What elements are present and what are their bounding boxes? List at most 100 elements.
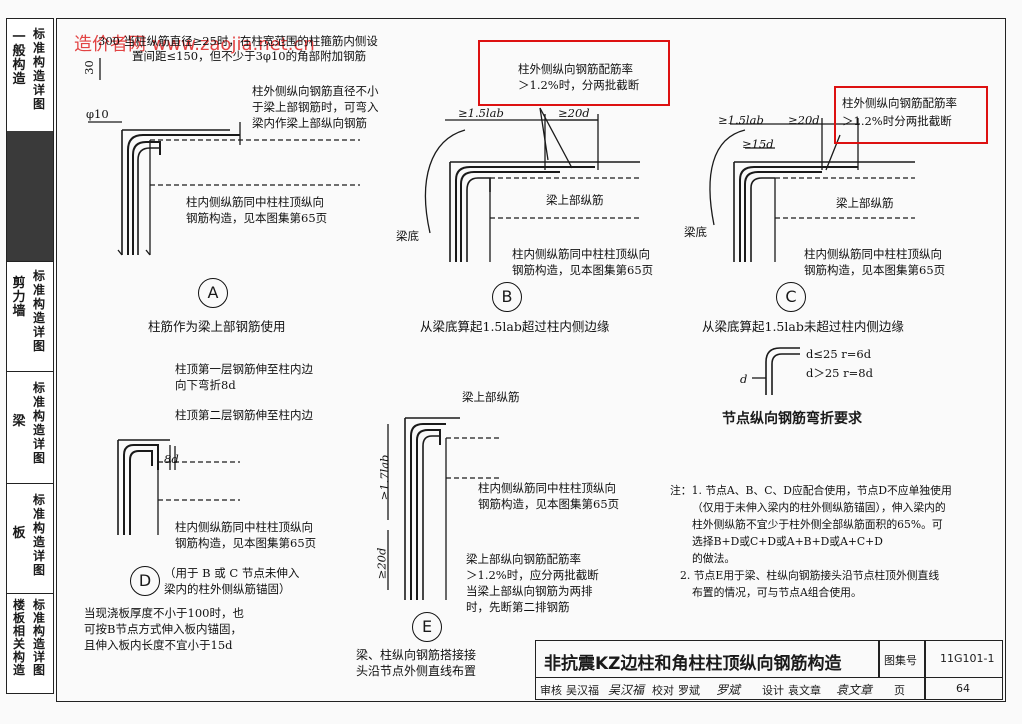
sidebar-section-floorslab-sub: 标准构造详图 <box>32 598 45 677</box>
detail-e-drawing <box>387 417 500 600</box>
detail-d-extra-2: 可按B节点方式伸入板内锚固， <box>84 622 242 636</box>
detail-c-note-inner-2: 钢筋构造，见本图集第65页 <box>804 263 946 277</box>
note-line-7: 布置的情况，可与节点A组合使用。 <box>692 586 862 599</box>
sidebar-section-floorslab-title: 楼板相关构造 <box>12 598 25 677</box>
detail-b-caption: 从梁底算起1.5lab超过柱内侧边缘 <box>420 319 610 334</box>
detail-c-dim-15lab: ≥1.5lab <box>718 113 764 127</box>
sidebar-section-shearwall[interactable]: 剪力墙 标准构造详图 <box>7 261 53 372</box>
detail-c-red-note-2: ＞1.2%时分两批截断 <box>842 114 952 128</box>
detail-a-drawing <box>88 58 360 256</box>
note-line-5: 的做法。 <box>692 552 736 565</box>
sidebar-section-slab-title: 板 <box>12 526 26 541</box>
detail-b-dim-15lab: ≥1.5lab <box>458 106 504 120</box>
detail-a-caption: 柱筋作为梁上部钢筋使用 <box>148 319 286 334</box>
detail-e-dim-17lab: ≥1.7lab <box>377 454 392 501</box>
detail-a-note-bend-2: 于梁上部钢筋时，可弯入 <box>252 100 379 114</box>
note-line-3: 柱外侧纵筋不宜少于柱外侧全部纵筋面积的65%。可 <box>692 518 943 531</box>
detail-d-caption-2: 梁内的柱外侧纵筋锚固） <box>164 582 291 596</box>
detail-b-drawing <box>424 107 640 262</box>
detail-e-note-beam-2: ＞1.2%时，应分两批截断 <box>466 568 599 582</box>
detail-c-red-note-1: 柱外侧纵向钢筋配筋率 <box>842 96 957 110</box>
detail-a-top-note-2: 置间距≤150，但不少于3φ10的角部附加钢筋 <box>132 49 367 63</box>
detail-b-note-inner-1: 柱内侧纵筋同中柱柱顶纵向 <box>512 247 650 261</box>
drawing-frame <box>56 18 1006 702</box>
detail-c-dim-15d: ≥15d <box>742 137 774 151</box>
design-signature: 袁文章 <box>836 683 873 697</box>
detail-d-note-top-2: 向下弯折8d <box>175 378 236 392</box>
sidebar-section-floorslab[interactable]: 楼板相关构造 标准构造详图 <box>7 593 53 693</box>
detail-c-label: C <box>776 282 806 312</box>
note-line-4: 选择B+D或C+D或A+B+D或A+C+D <box>692 535 883 548</box>
detail-a-note-inner-2: 钢筋构造，见本图集第65页 <box>186 211 328 225</box>
detail-d-dim-8d: 8d <box>164 452 179 466</box>
note-line-2: （仅用于未伸入梁内的柱外侧纵筋锚固），伸入梁内的 <box>692 501 946 514</box>
bend-line-1: d≤25 r=6d <box>806 347 872 361</box>
detail-a-note-bend-1: 柱外侧纵向钢筋直径不小 <box>252 84 379 98</box>
sidebar-section-shearwall-title: 剪力墙 <box>12 276 26 319</box>
atlas-number: 11G101-1 <box>940 652 995 665</box>
sidebar-section-general-title: 一般构造 <box>12 30 26 87</box>
sidebar-section-slab-sub: 标准构造详图 <box>32 493 45 577</box>
detail-e-caption-1: 梁、柱纵向钢筋搭接接 <box>356 648 477 662</box>
detail-e-note-inner-2: 钢筋构造，见本图集第65页 <box>478 497 620 511</box>
detail-d-note-inner-1: 柱内侧纵筋同中柱柱顶纵向 <box>175 520 313 534</box>
sidebar: 一般构造 标准构造详图 剪力墙 标准构造详图 梁 标准构造详图 板 标准构造详图… <box>6 18 54 694</box>
bend-d-label: d <box>740 372 748 386</box>
detail-a-dim-30: 30 <box>81 60 96 75</box>
bend-detail-drawing <box>752 347 800 395</box>
detail-b-highlight-box <box>478 40 670 106</box>
detail-c-drawing <box>709 118 915 262</box>
audit-name: 吴汉福 <box>566 684 599 697</box>
sidebar-section-active[interactable] <box>7 131 53 262</box>
detail-e-note-beam-3: 当梁上部纵向钢筋为两排 <box>466 584 593 598</box>
bend-title: 节点纵向钢筋弯折要求 <box>722 411 862 427</box>
detail-c-dim-20d: ≥20d <box>788 113 820 127</box>
detail-a-label: A <box>198 278 228 308</box>
detail-c-beam-top: 梁上部纵筋 <box>836 196 894 210</box>
check-name: 罗斌 <box>678 684 700 697</box>
detail-e-label: E <box>412 612 442 642</box>
detail-b-note-inner-2: 钢筋构造，见本图集第65页 <box>512 263 654 277</box>
detail-b-label: B <box>492 282 522 312</box>
detail-b-dim-20d: ≥20d <box>558 106 590 120</box>
detail-c-note-inner-1: 柱内侧纵筋同中柱柱顶纵向 <box>804 247 942 261</box>
detail-e-note-inner-1: 柱内侧纵筋同中柱柱顶纵向 <box>478 481 616 495</box>
sidebar-section-shearwall-sub: 标准构造详图 <box>32 269 45 353</box>
detail-e-dim-20d: ≥20d <box>374 547 389 580</box>
detail-b-red-note-2: ＞1.2%时，分两批截断 <box>518 78 640 92</box>
check-signature: 罗斌 <box>716 683 741 697</box>
sidebar-section-beam-title: 梁 <box>12 414 26 429</box>
sidebar-section-slab[interactable]: 板 标准构造详图 <box>7 483 53 594</box>
sidebar-section-general-sub: 标准构造详图 <box>32 27 45 111</box>
detail-b-beam-bottom: 梁底 <box>396 229 419 243</box>
detail-c-beam-bottom: 梁底 <box>684 225 707 239</box>
detail-b-red-note-1: 柱外侧纵向钢筋配筋率 <box>518 62 633 76</box>
detail-e-caption-2: 头沿节点外侧直线布置 <box>356 664 477 678</box>
detail-d-note-top-1: 柱顶第一层钢筋伸至柱内边 <box>175 362 313 376</box>
detail-e-beam-top: 梁上部纵筋 <box>462 390 520 404</box>
design-label: 设计 <box>762 684 784 697</box>
sidebar-section-beam-sub: 标准构造详图 <box>32 381 45 465</box>
design-name: 袁文章 <box>788 684 821 697</box>
detail-d-label: D <box>130 566 160 596</box>
audit-label: 审核 <box>540 684 562 697</box>
detail-a-note-inner-1: 柱内侧纵筋同中柱柱顶纵向 <box>186 195 324 209</box>
detail-b-beam-top: 梁上部纵筋 <box>546 193 604 207</box>
detail-d-note-second: 柱顶第二层钢筋伸至柱内边 <box>175 408 313 422</box>
atlas-label: 图集号 <box>884 654 917 667</box>
bend-line-2: d＞25 r=8d <box>806 366 873 380</box>
detail-d-extra-1: 当现浇板厚度不小于100时，也 <box>84 606 244 620</box>
note-line-6: 2. 节点E用于梁、柱纵向钢筋接头沿节点柱顶外侧直线 <box>680 569 940 582</box>
watermark-text: 造价者网 www.zaojia.net.cn <box>74 34 315 55</box>
page-number: 64 <box>956 682 970 695</box>
detail-d-caption-1: （用于 B 或 C 节点未伸入 <box>164 566 300 580</box>
detail-d-drawing <box>117 439 240 535</box>
detail-c-caption: 从梁底算起1.5lab未超过柱内侧边缘 <box>702 319 904 334</box>
title-block: 非抗震KZ边柱和角柱柱顶纵向钢筋构造 图集号 11G101-1 审核 吴汉福 吴… <box>535 640 1003 700</box>
sidebar-section-beam[interactable]: 梁 标准构造详图 <box>7 371 53 484</box>
detail-e-note-beam-1: 梁上部纵向钢筋配筋率 <box>466 552 581 566</box>
check-label: 校对 <box>652 684 674 697</box>
detail-a-phi10: φ10 <box>86 107 109 121</box>
